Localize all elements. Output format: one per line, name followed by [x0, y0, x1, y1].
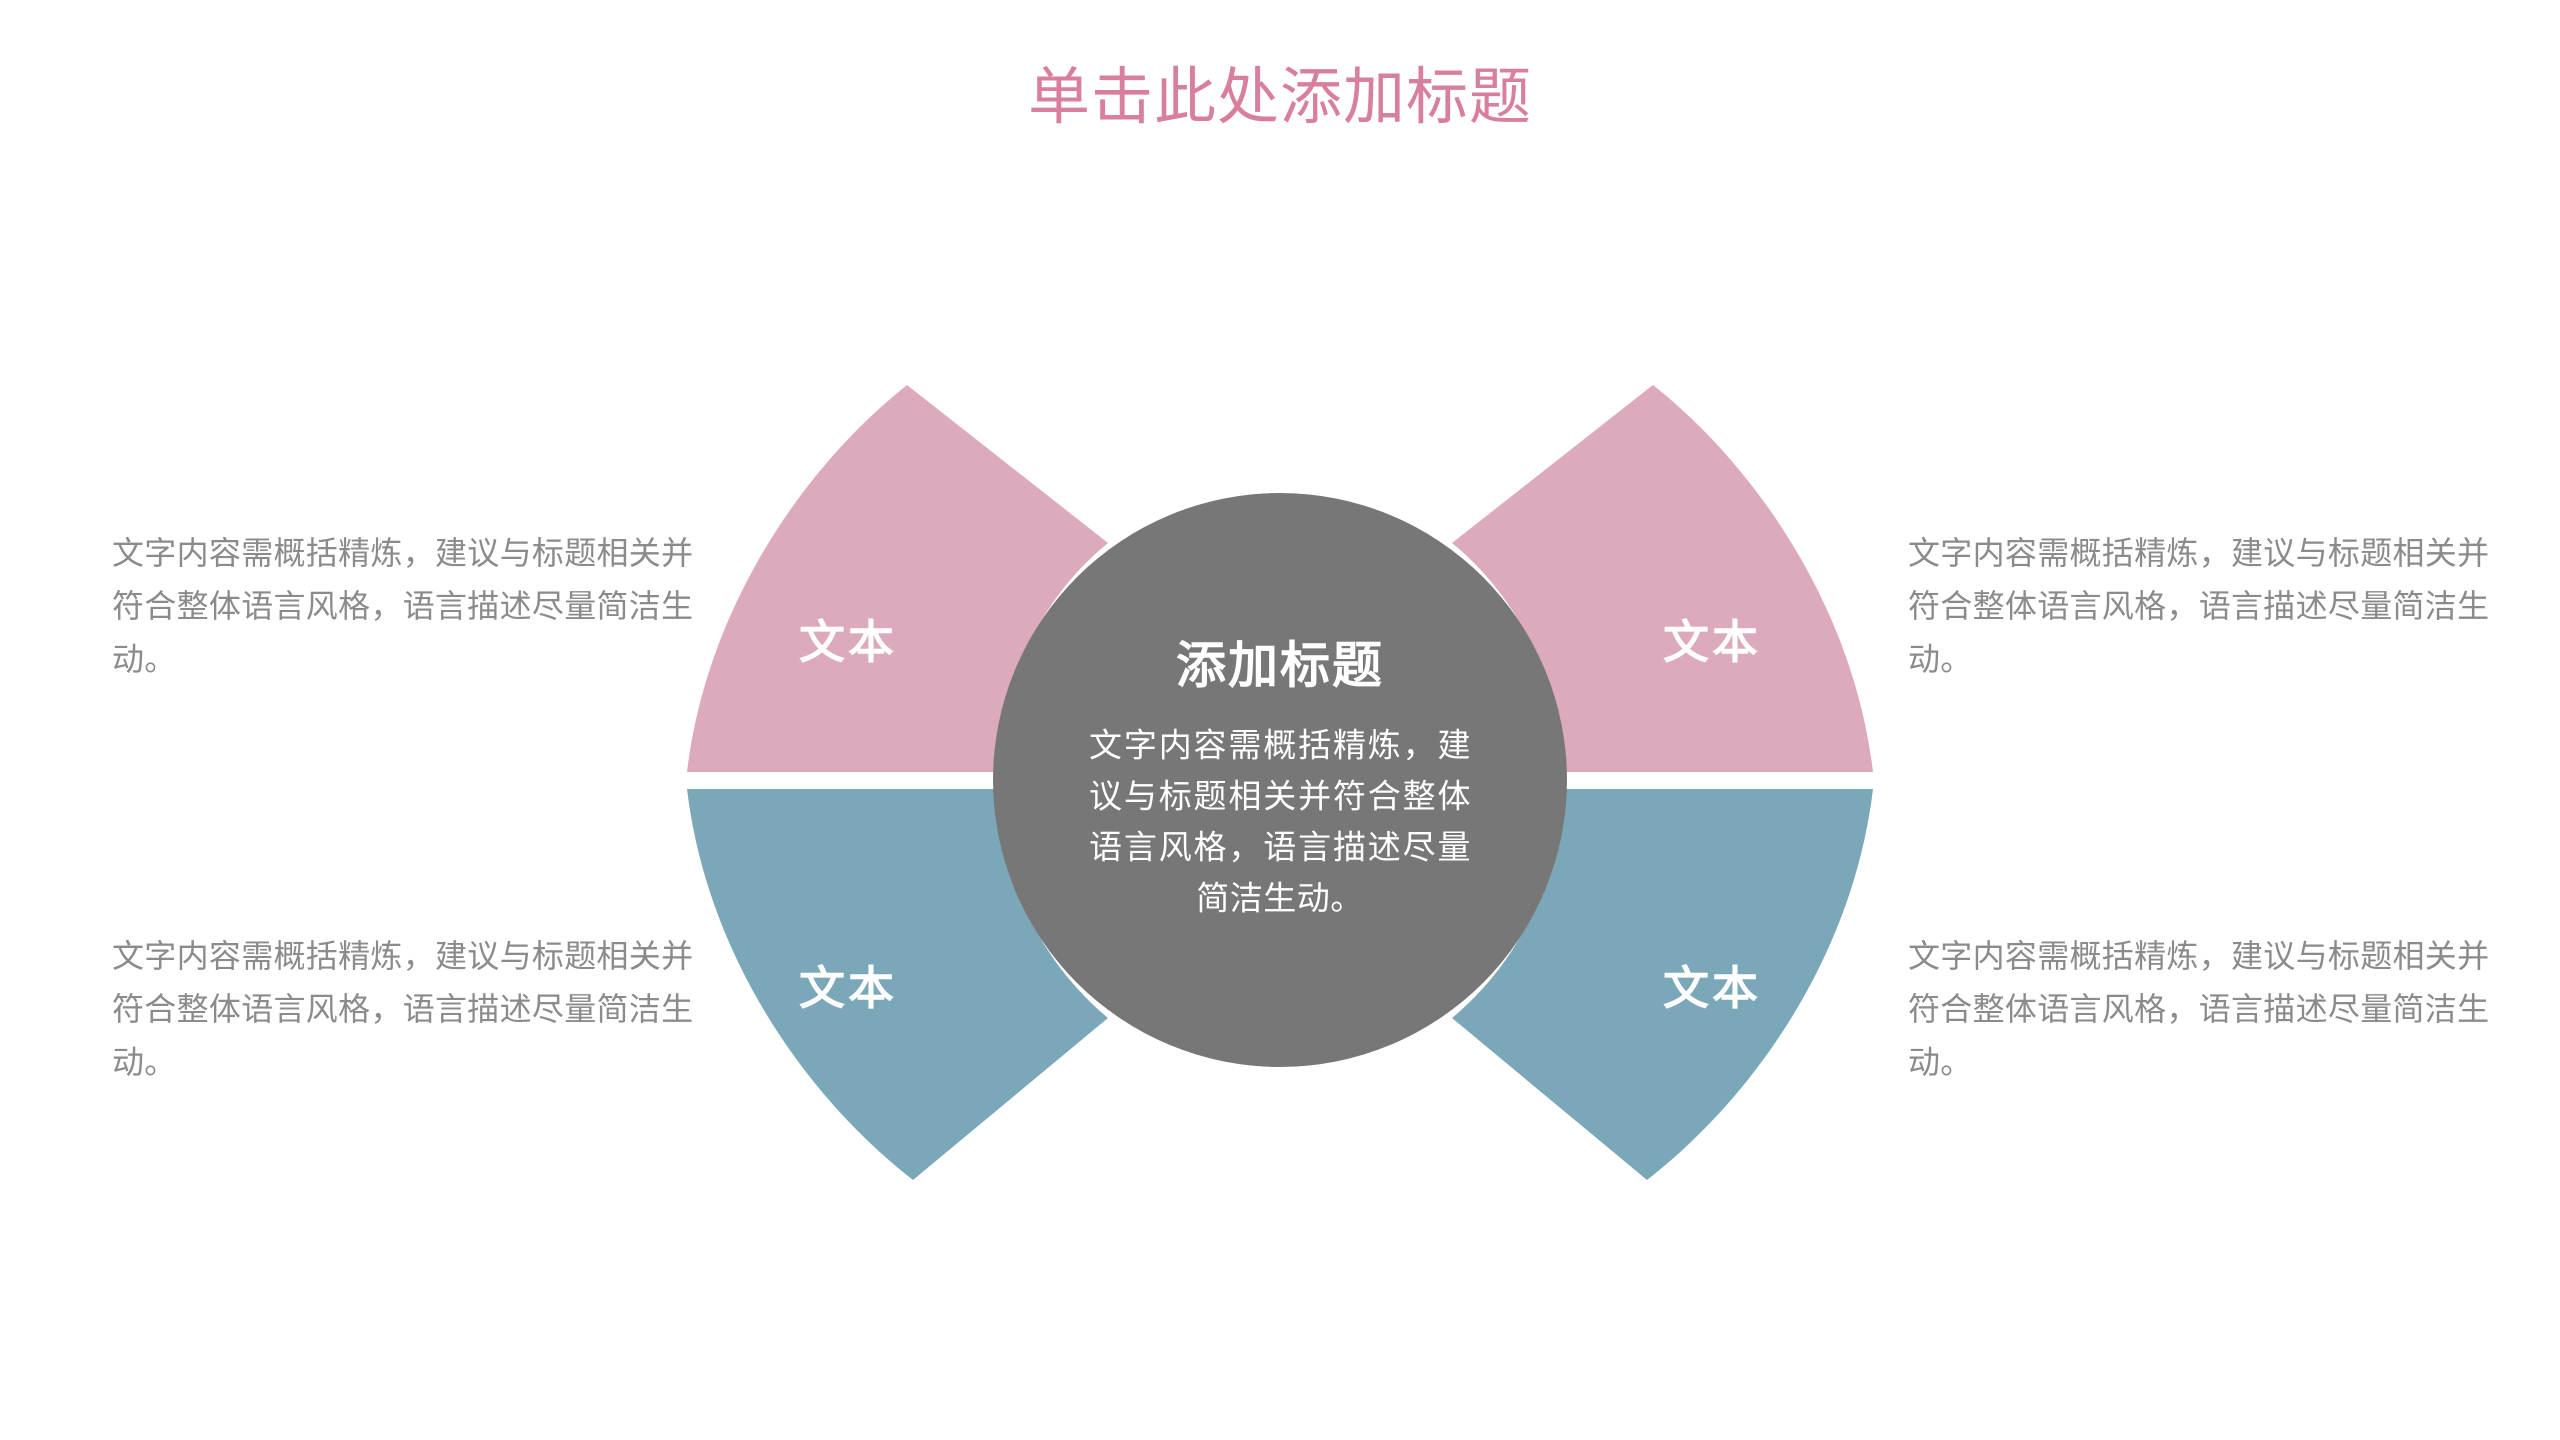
center-body-text: 文字内容需概括精炼，建议与标题相关并符合整体语言风格，语言描述尽量简洁生动。 — [1089, 726, 1471, 918]
page-title: 单击此处添加标题 — [1027, 63, 1532, 132]
description-bottom-right: 文字内容需概括精炼，建议与标题相关并符合整体语言风格，语言描述尽量简洁生动。 — [1908, 938, 2490, 1080]
center-circle[interactable] — [993, 493, 1567, 1067]
description-bottom-left: 文字内容需概括精炼，建议与标题相关并符合整体语言风格，语言描述尽量简洁生动。 — [112, 938, 694, 1080]
description-top-left: 文字内容需概括精炼，建议与标题相关并符合整体语言风格，语言描述尽量简洁生动。 — [112, 535, 694, 677]
petal-shape-top-left[interactable] — [687, 385, 1108, 772]
petal-shape-bottom-left[interactable] — [687, 789, 1108, 1180]
center-content: 添加标题 文字内容需概括精炼，建议与标题相关并符合整体语言风格，语言描述尽量简洁… — [1075, 636, 1485, 925]
petal-shape-top-right[interactable] — [1452, 385, 1873, 772]
petal-label-top-right: 文本 — [1663, 616, 1761, 668]
petal-label-bottom-right: 文本 — [1663, 962, 1761, 1014]
center-title: 添加标题 — [1176, 637, 1384, 694]
description-top-right: 文字内容需概括精炼，建议与标题相关并符合整体语言风格，语言描述尽量简洁生动。 — [1908, 535, 2490, 677]
petal-label-top-left: 文本 — [799, 616, 897, 668]
petal-shape-bottom-right[interactable] — [1452, 789, 1873, 1180]
petal-label-bottom-left: 文本 — [799, 962, 897, 1014]
